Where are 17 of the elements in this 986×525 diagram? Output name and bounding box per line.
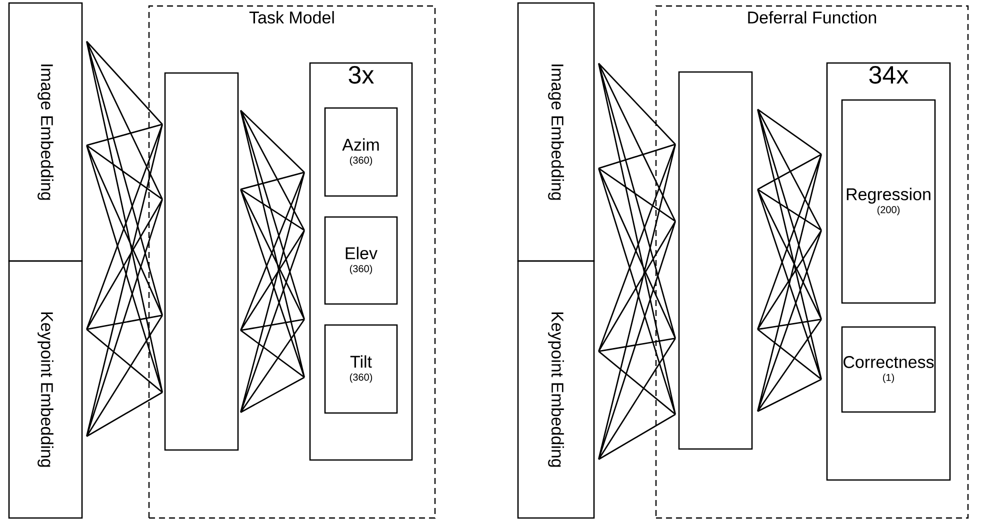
layer-box — [678, 71, 753, 450]
output-head-box: Regression (200) — [841, 99, 936, 304]
output-head-box: Correctness (1) — [841, 326, 936, 413]
output-head-box: Tilt (360) — [324, 324, 398, 414]
connection-lines — [86, 124, 164, 438]
connection-lines — [756, 108, 822, 412]
connection-lines — [240, 110, 306, 414]
output-head-box: Azim (360) — [324, 107, 398, 197]
embedding-box: Keypoint Embedding — [8, 260, 83, 519]
embedding-box: Image Embedding — [8, 2, 83, 262]
connection-lines — [598, 144, 676, 460]
output-head-box: Elev (360) — [324, 216, 398, 305]
embedding-box: Image Embedding — [517, 2, 595, 262]
connection-lines — [86, 40, 164, 394]
connection-lines — [598, 62, 676, 416]
layer-box — [164, 72, 239, 451]
embedding-box: Keypoint Embedding — [517, 260, 595, 519]
